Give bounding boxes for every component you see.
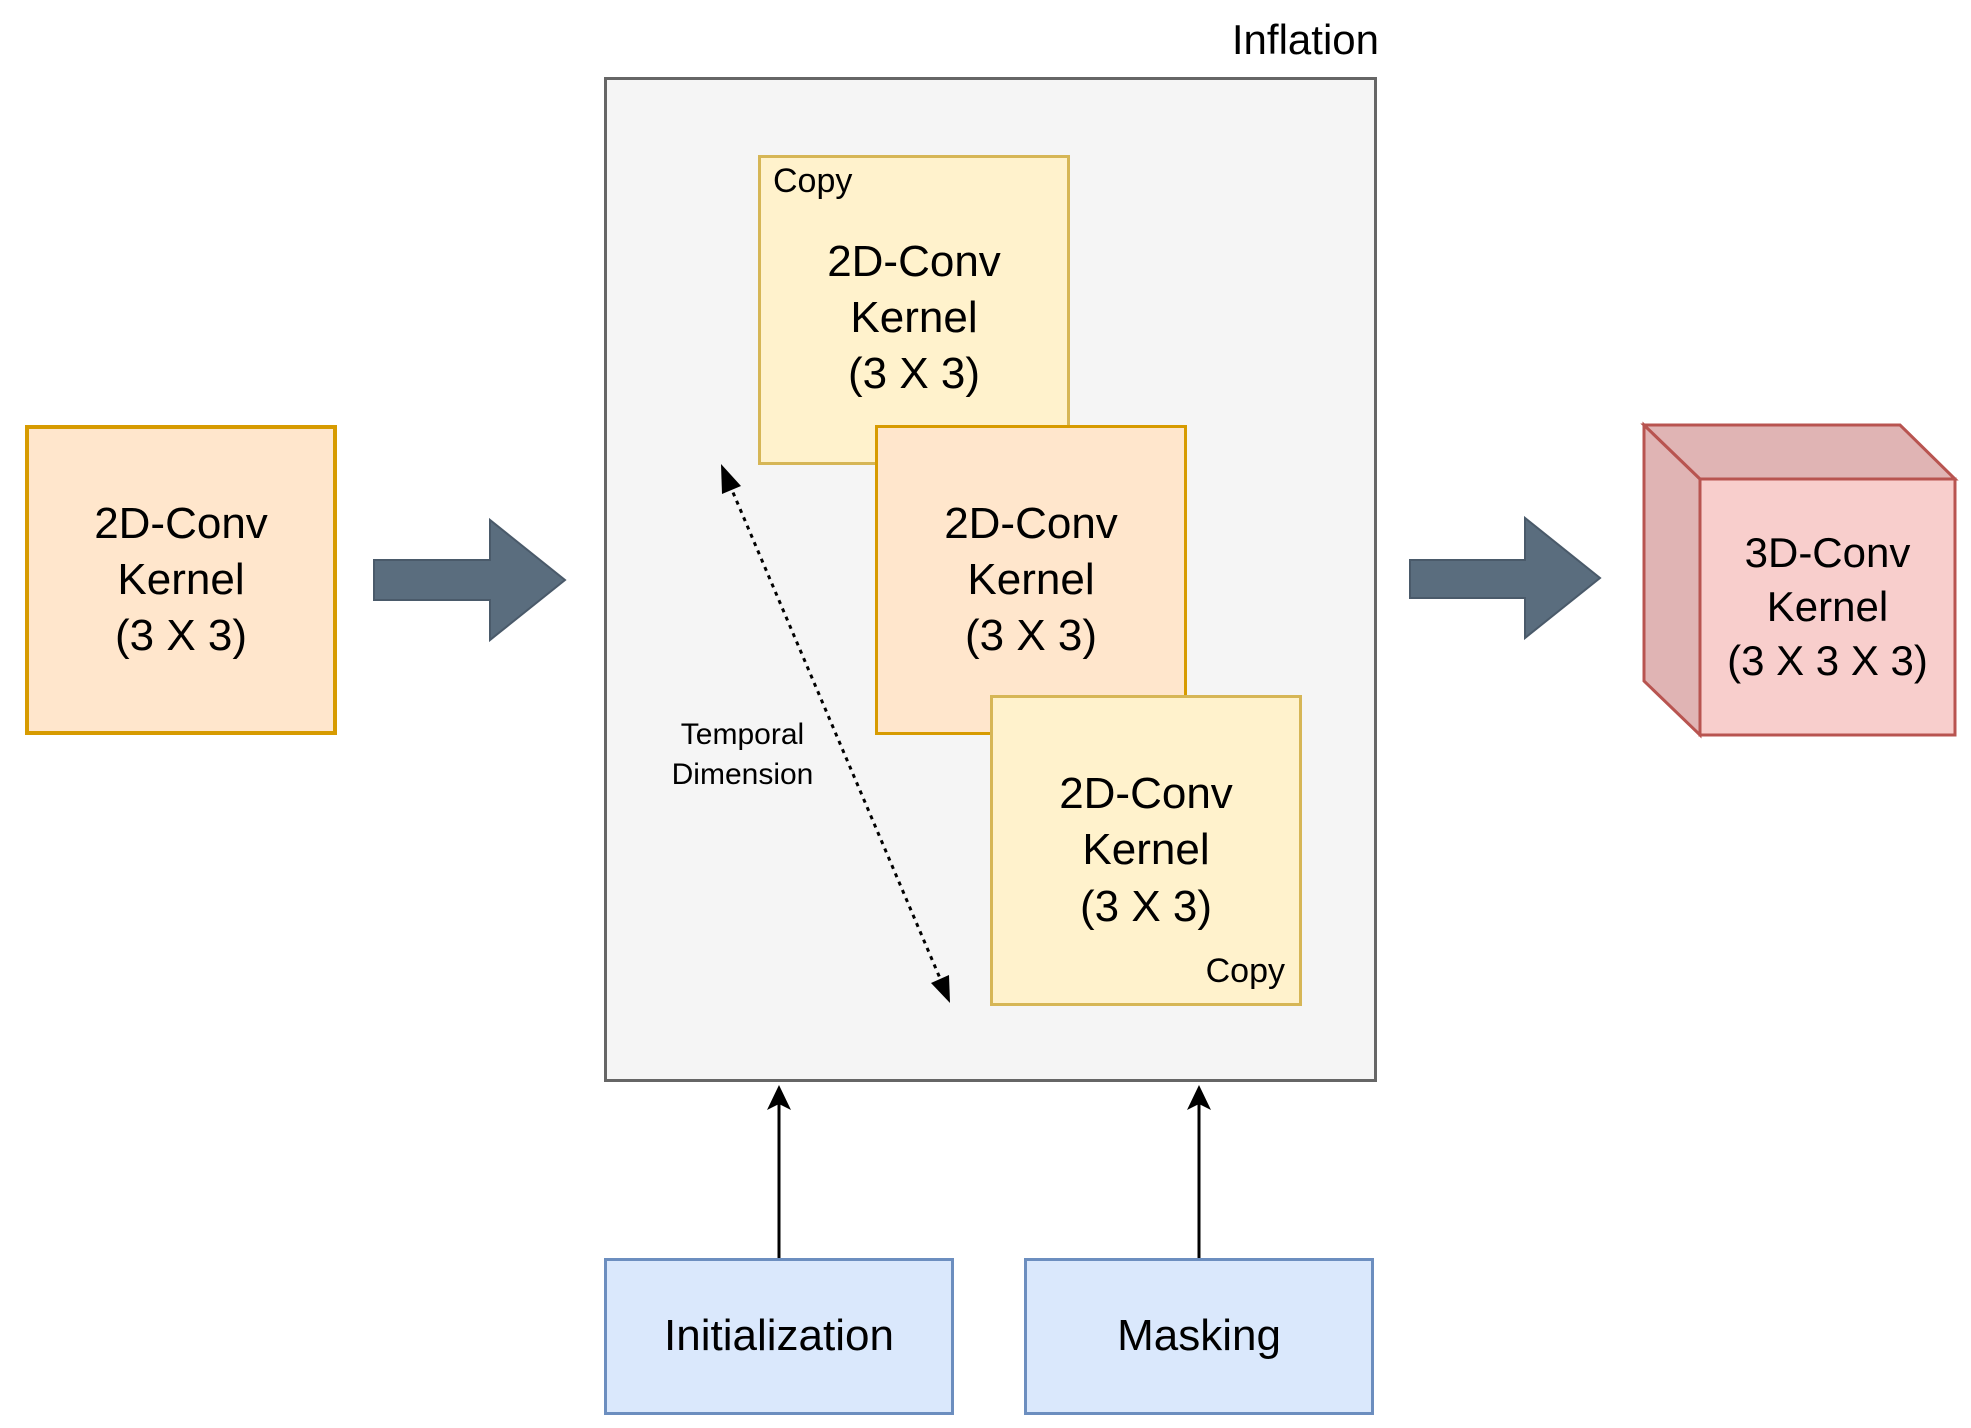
copy-tag-top: Copy (773, 162, 853, 200)
block-arrow-left (373, 517, 567, 643)
copy-bottom-label: 2D-Conv Kernel (3 X 3) (1059, 769, 1233, 931)
temporal-label: Temporal Dimension (640, 715, 845, 794)
temporal-arrow-line (724, 475, 947, 991)
initialization-box[interactable]: Initialization (604, 1258, 954, 1415)
temporal-line-2: Dimension (671, 757, 814, 791)
temporal-line-1: Temporal (680, 718, 805, 751)
copy-top-label: 2D-Conv Kernel (3 X 3) (827, 236, 1001, 399)
masking-arrow-head (1187, 1085, 1211, 1110)
output-kernel-label: 3D-Conv Kernel (3 X 3 X 3) (1727, 529, 1928, 684)
temporal-arrow-head-bottom (931, 975, 950, 1003)
cube-front-face (1698, 477, 1957, 737)
input-kernel-label: 2D-Conv Kernel (3 X 3) (94, 498, 268, 661)
initialization-arrow-head (767, 1085, 791, 1110)
block-arrow-right (1409, 515, 1602, 641)
masking-label: Masking (1117, 1311, 1281, 1361)
middle-kernel-label: 2D-Conv Kernel (3 X 3) (944, 498, 1118, 661)
copy-tag-bottom: Copy (1205, 952, 1285, 990)
input-kernel-box[interactable]: 2D-Conv Kernel (3 X 3) (25, 425, 337, 735)
output-kernel-label-wrap: 3D-Conv Kernel (3 X 3 X 3) (1700, 479, 1955, 735)
output-kernel-cube[interactable] (1630, 415, 1960, 750)
middle-kernel-box[interactable]: 2D-Conv Kernel (3 X 3) (875, 425, 1187, 735)
temporal-arrow-head-top (721, 464, 741, 494)
masking-box[interactable]: Masking (1024, 1258, 1374, 1415)
copy-kernel-bottom[interactable]: 2D-Conv Kernel (3 X 3) Copy (990, 695, 1302, 1006)
inflation-title: Inflation (1231, 16, 1379, 63)
initialization-label: Initialization (664, 1311, 894, 1361)
